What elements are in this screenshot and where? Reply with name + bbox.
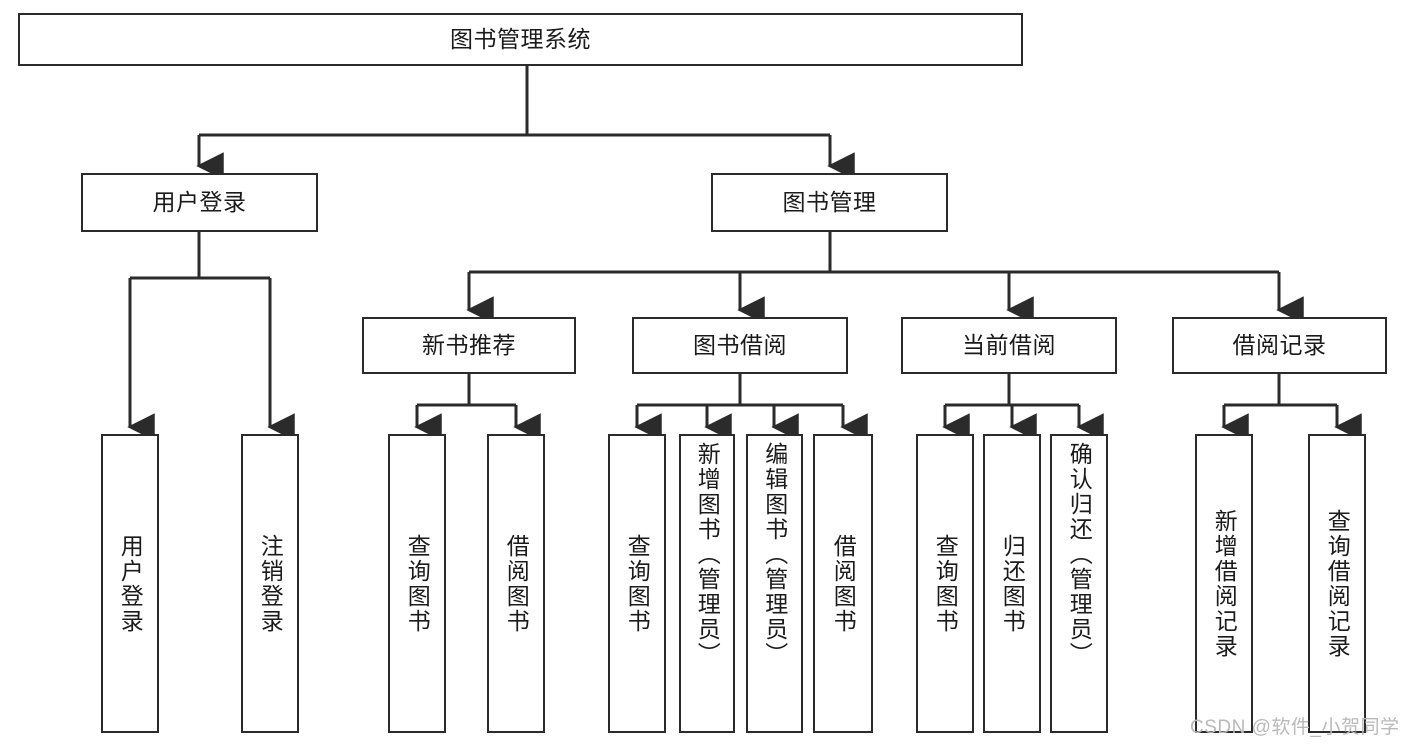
node-leaf-borrow-book-2-label: 借阅图书 bbox=[830, 533, 857, 634]
node-book-management[interactable]: 图书管理 bbox=[711, 173, 948, 232]
node-leaf-borrow-book-2[interactable]: 借阅图书 bbox=[813, 434, 873, 733]
node-leaf-edit-book-admin[interactable]: 编辑图书（管理员） bbox=[746, 434, 803, 733]
node-leaf-query-book-2-label: 查询图书 bbox=[624, 533, 651, 634]
watermark: CSDN @软件_小贺同学 bbox=[1190, 717, 1400, 738]
node-leaf-add-borrow-record[interactable]: 新增借阅记录 bbox=[1195, 434, 1253, 733]
node-leaf-edit-book-admin-label: 编辑图书（管理员） bbox=[761, 442, 788, 667]
node-leaf-confirm-return-admin[interactable]: 确认归还（管理员） bbox=[1050, 434, 1108, 733]
node-leaf-add-book-admin[interactable]: 新增图书（管理员） bbox=[679, 434, 735, 733]
node-leaf-user-login-label: 用户登录 bbox=[117, 533, 144, 634]
node-borrow-record[interactable]: 借阅记录 bbox=[1172, 317, 1387, 374]
node-leaf-query-borrow-record[interactable]: 查询借阅记录 bbox=[1308, 434, 1366, 733]
node-book-borrow-label: 图书借阅 bbox=[693, 331, 787, 358]
node-leaf-logout[interactable]: 注销登录 bbox=[241, 434, 299, 733]
node-current-borrow[interactable]: 当前借阅 bbox=[901, 317, 1117, 374]
node-leaf-add-book-admin-label: 新增图书（管理员） bbox=[694, 442, 721, 667]
node-user-login-label: 用户登录 bbox=[152, 188, 247, 215]
node-leaf-return-book-label: 归还图书 bbox=[999, 533, 1026, 634]
node-leaf-add-borrow-record-label: 新增借阅记录 bbox=[1211, 508, 1238, 659]
node-leaf-user-login[interactable]: 用户登录 bbox=[101, 434, 159, 733]
node-leaf-query-book-1[interactable]: 查询图书 bbox=[388, 434, 446, 733]
node-leaf-borrow-book-1-label: 借阅图书 bbox=[503, 533, 530, 634]
node-current-borrow-label: 当前借阅 bbox=[962, 331, 1056, 358]
node-leaf-return-book[interactable]: 归还图书 bbox=[983, 434, 1041, 733]
node-leaf-logout-label: 注销登录 bbox=[257, 533, 284, 634]
node-leaf-query-book-2[interactable]: 查询图书 bbox=[608, 434, 666, 733]
node-leaf-query-book-3-label: 查询图书 bbox=[932, 533, 959, 634]
node-root-label: 图书管理系统 bbox=[450, 25, 591, 52]
node-new-book-recommend-label: 新书推荐 bbox=[422, 331, 516, 358]
node-new-book-recommend[interactable]: 新书推荐 bbox=[362, 317, 576, 374]
node-leaf-query-book-3[interactable]: 查询图书 bbox=[916, 434, 974, 733]
node-leaf-query-borrow-record-label: 查询借阅记录 bbox=[1324, 508, 1351, 659]
node-leaf-confirm-return-admin-label: 确认归还（管理员） bbox=[1066, 442, 1093, 667]
node-user-login[interactable]: 用户登录 bbox=[81, 173, 318, 232]
node-borrow-record-label: 借阅记录 bbox=[1232, 331, 1327, 358]
node-leaf-query-book-1-label: 查询图书 bbox=[404, 533, 431, 634]
node-root[interactable]: 图书管理系统 bbox=[18, 13, 1023, 66]
node-leaf-borrow-book-1[interactable]: 借阅图书 bbox=[487, 434, 545, 733]
node-book-management-label: 图书管理 bbox=[782, 188, 877, 215]
node-book-borrow[interactable]: 图书借阅 bbox=[632, 317, 848, 374]
